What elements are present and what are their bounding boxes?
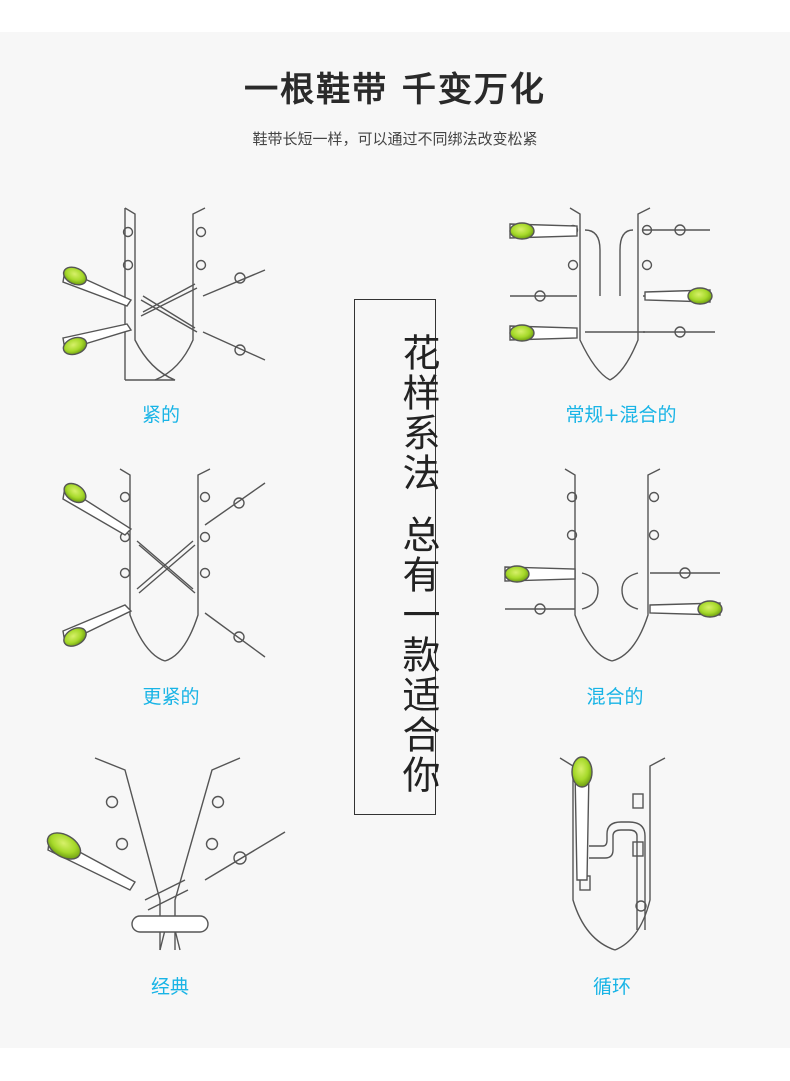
page-subtitle: 鞋带长短一样，可以通过不同绑法改变松紧 [252,130,538,148]
slogan-line-1: 花样系法 [396,333,440,493]
lacing-diagram-classic [46,757,286,951]
method-label-loop: 循环 [592,976,631,998]
slogan-line-2: 总有一款适合你 [396,515,440,795]
method-label-tight: 紧的 [141,404,180,426]
method-label-tighter: 更紧的 [142,686,200,708]
lacing-diagram-mixed [504,468,723,662]
method-label-mixed: 混合的 [586,686,644,708]
lacing-diagram-regular-mixed [509,207,715,381]
method-label-classic: 经典 [150,976,189,998]
lacing-diagram-tight [62,207,266,381]
page-title: 一根鞋带 千变万化 [244,70,546,110]
lacing-diagram-loop [559,756,666,951]
center-slogan-box: 花样系法 总有一款适合你 [354,299,440,815]
lacing-diagram-tighter [62,468,266,662]
method-label-regular-mixed: 常规+混合的 [565,404,677,426]
